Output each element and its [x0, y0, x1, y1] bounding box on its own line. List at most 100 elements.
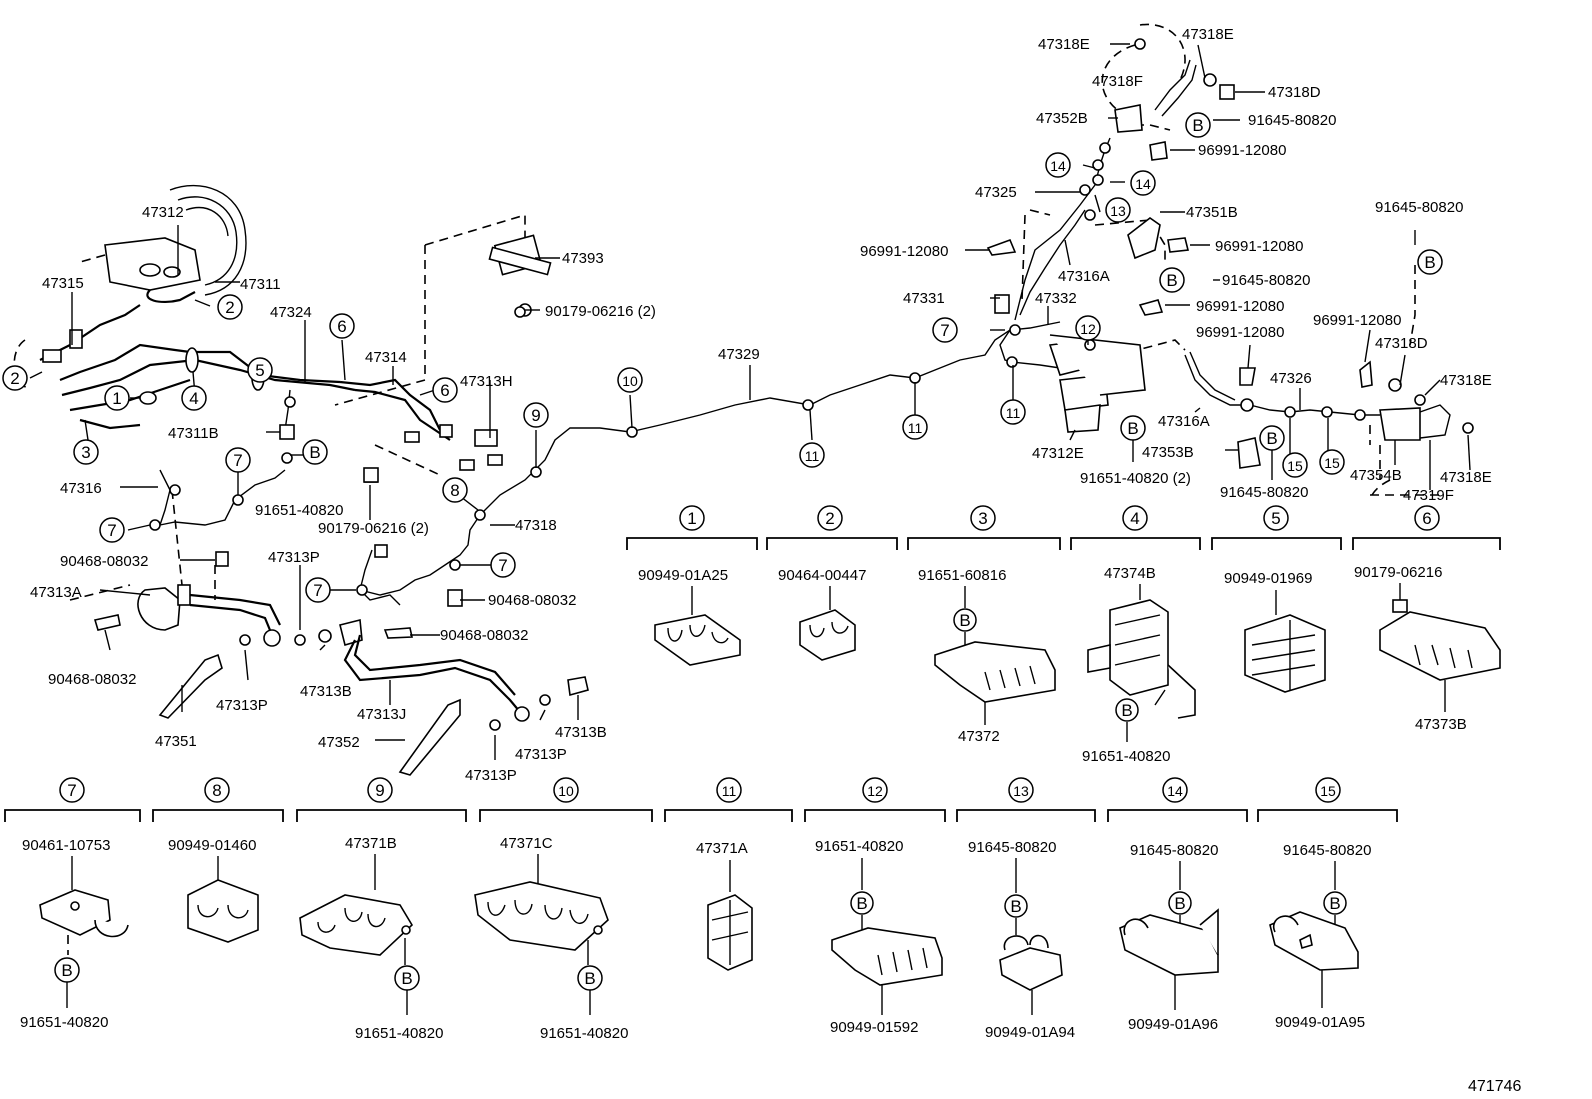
svg-text:47371C: 47371C [500, 835, 553, 852]
label-47351B: 47351B [1186, 204, 1238, 221]
svg-text:B: B [309, 443, 320, 462]
svg-text:13: 13 [1110, 203, 1126, 219]
callout-5: 5 [247, 357, 273, 383]
svg-text:6: 6 [337, 317, 346, 336]
label-47316: 47316 [60, 480, 102, 497]
svg-text:7: 7 [67, 781, 76, 800]
svg-text:11: 11 [722, 783, 737, 799]
svg-text:90179-06216: 90179-06216 [1354, 564, 1442, 581]
svg-text:15: 15 [1324, 455, 1340, 471]
callout-12: 12 [1075, 315, 1101, 341]
label-96991-12080-b: 96991-12080 [1215, 238, 1303, 255]
svg-text:90949-01592: 90949-01592 [830, 1019, 918, 1036]
label-47319F: 47319F [1403, 487, 1454, 504]
label-47393: 47393 [562, 250, 604, 267]
svg-text:B: B [1174, 894, 1185, 913]
svg-text:7: 7 [940, 321, 949, 340]
svg-text:91651-40820: 91651-40820 [815, 838, 903, 855]
label-47325: 47325 [975, 184, 1017, 201]
svg-text:3: 3 [978, 509, 987, 528]
label-90468-08032-d: 90468-08032 [440, 627, 528, 644]
label-47313B-b: 47313B [555, 724, 607, 741]
clamp-9-detail: 9 47371B B 91651-40820 [299, 777, 443, 1042]
svg-text:12: 12 [1080, 321, 1096, 337]
svg-text:91651-40820: 91651-40820 [540, 1025, 628, 1042]
callout-B-c: B [1159, 267, 1185, 293]
label-90468-08032-a: 90468-08032 [60, 553, 148, 570]
clamp-14-detail: 14 91645-80820 B 90949-01A96 [1119, 777, 1219, 1033]
main-fittings [42, 38, 1474, 776]
svg-text:7: 7 [498, 556, 507, 575]
label-47312: 47312 [142, 204, 184, 221]
svg-text:6: 6 [440, 381, 449, 400]
callout-7-c: 7 [490, 552, 516, 578]
svg-text:90949-01460: 90949-01460 [168, 837, 256, 854]
label-91645-80820-d: 91645-80820 [1220, 484, 1308, 501]
svg-text:B: B [1166, 271, 1177, 290]
label-47324: 47324 [270, 304, 312, 321]
label-47326: 47326 [1270, 370, 1312, 387]
callout-14-b: 14 [1130, 170, 1156, 196]
label-91645-80820-b: 91645-80820 [1222, 272, 1310, 289]
clamp-6-detail: 6 90179-06216 47373B [1354, 505, 1501, 733]
label-47313P-d: 47313P [465, 767, 517, 784]
svg-text:47371A: 47371A [696, 840, 748, 857]
svg-text:14: 14 [1167, 783, 1183, 799]
svg-text:7: 7 [233, 451, 242, 470]
svg-text:7: 7 [313, 581, 322, 600]
label-47354B: 47354B [1350, 467, 1402, 484]
callout-15-b: 15 [1319, 449, 1345, 475]
clamp-detail-row-1: 1 90949-01A25 2 90464-00447 3 91651-6081… [626, 505, 1501, 765]
callout-10: 10 [617, 367, 643, 393]
label-90179-06216-a: 90179-06216 (2) [318, 520, 429, 537]
callout-3: 3 [73, 439, 99, 465]
svg-text:8: 8 [450, 481, 459, 500]
svg-text:2: 2 [225, 298, 234, 317]
callout-13: 13 [1105, 197, 1131, 223]
svg-text:90949-01969: 90949-01969 [1224, 570, 1312, 587]
svg-text:3: 3 [81, 443, 90, 462]
label-47313P-b: 47313P [268, 549, 320, 566]
clamp-12-detail: 12 91651-40820 B 90949-01592 [815, 777, 943, 1036]
label-47313P-c: 47313P [515, 746, 567, 763]
callout-9: 9 [523, 402, 549, 428]
callout-B-a: B [302, 439, 328, 465]
callout-8: 8 [442, 477, 468, 503]
svg-text:91651-60816: 91651-60816 [918, 567, 1006, 584]
clamp-1-detail: 1 90949-01A25 [638, 505, 741, 666]
svg-text:91651-40820: 91651-40820 [1082, 748, 1170, 765]
label-47318E-c: 47318E [1440, 372, 1492, 389]
line-clamp-points [149, 159, 1333, 596]
callout-7-b: 7 [99, 517, 125, 543]
label-47313B: 47313B [300, 683, 352, 700]
svg-text:1: 1 [687, 509, 696, 528]
svg-text:90464-00447: 90464-00447 [778, 567, 866, 584]
callout-B-b: B [1185, 112, 1211, 138]
label-47318E-d: 47318E [1440, 469, 1492, 486]
clamp-4-detail: 4 47374B B 91651-40820 [1082, 505, 1196, 765]
svg-text:10: 10 [558, 783, 574, 799]
label-47315: 47315 [42, 275, 84, 292]
leader-lines [29, 43, 1471, 760]
callout-2-a: 2 [217, 294, 243, 320]
svg-text:B: B [1121, 701, 1132, 720]
svg-text:7: 7 [107, 521, 116, 540]
callout-4: 4 [181, 385, 207, 411]
svg-text:2: 2 [10, 369, 19, 388]
label-47314: 47314 [365, 349, 407, 366]
callout-11-a: 11 [799, 442, 825, 468]
svg-text:91645-80820: 91645-80820 [1130, 842, 1218, 859]
callout-1: 1 [104, 385, 130, 411]
svg-text:10: 10 [622, 373, 638, 389]
svg-text:90949-01A25: 90949-01A25 [638, 567, 728, 584]
clamp-11-detail: 11 47371A [696, 777, 753, 971]
label-96991-12080-a: 96991-12080 [1198, 142, 1286, 159]
clamp-7-detail: 7 90461-10753 B 91651-40820 [20, 777, 129, 1031]
label-47352: 47352 [318, 734, 360, 751]
svg-text:15: 15 [1287, 458, 1303, 474]
svg-text:90461-10753: 90461-10753 [22, 837, 110, 854]
svg-text:9: 9 [375, 781, 384, 800]
callout-6-a: 6 [329, 313, 355, 339]
svg-text:2: 2 [825, 509, 834, 528]
